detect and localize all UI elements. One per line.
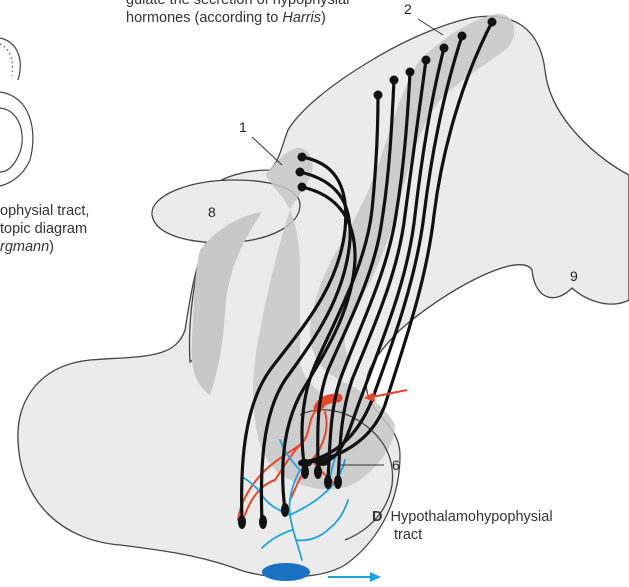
label-8: 8 — [208, 204, 216, 220]
caption-top-line2: hormones (according to Harris) — [126, 10, 326, 27]
neighbor-sketch — [0, 38, 33, 186]
portal-vein-exit — [262, 563, 310, 581]
caption-left-line3: rgmann) — [0, 239, 54, 256]
label-6: 6 — [392, 457, 400, 473]
label-1: 1 — [239, 119, 247, 135]
label-2: 2 — [404, 1, 412, 17]
caption-left-line2: topic diagram — [0, 221, 87, 238]
figure-caption-line2: tract — [394, 527, 422, 544]
vein-outflow-arrow — [328, 572, 381, 582]
label-9: 9 — [570, 268, 578, 284]
caption-left-line1: ophysial tract, — [0, 203, 89, 220]
caption-top-line1: gulate the secretion of hypophysial — [126, 0, 349, 9]
figure-caption-line1: D Hypothalamohypophysial — [372, 509, 553, 526]
